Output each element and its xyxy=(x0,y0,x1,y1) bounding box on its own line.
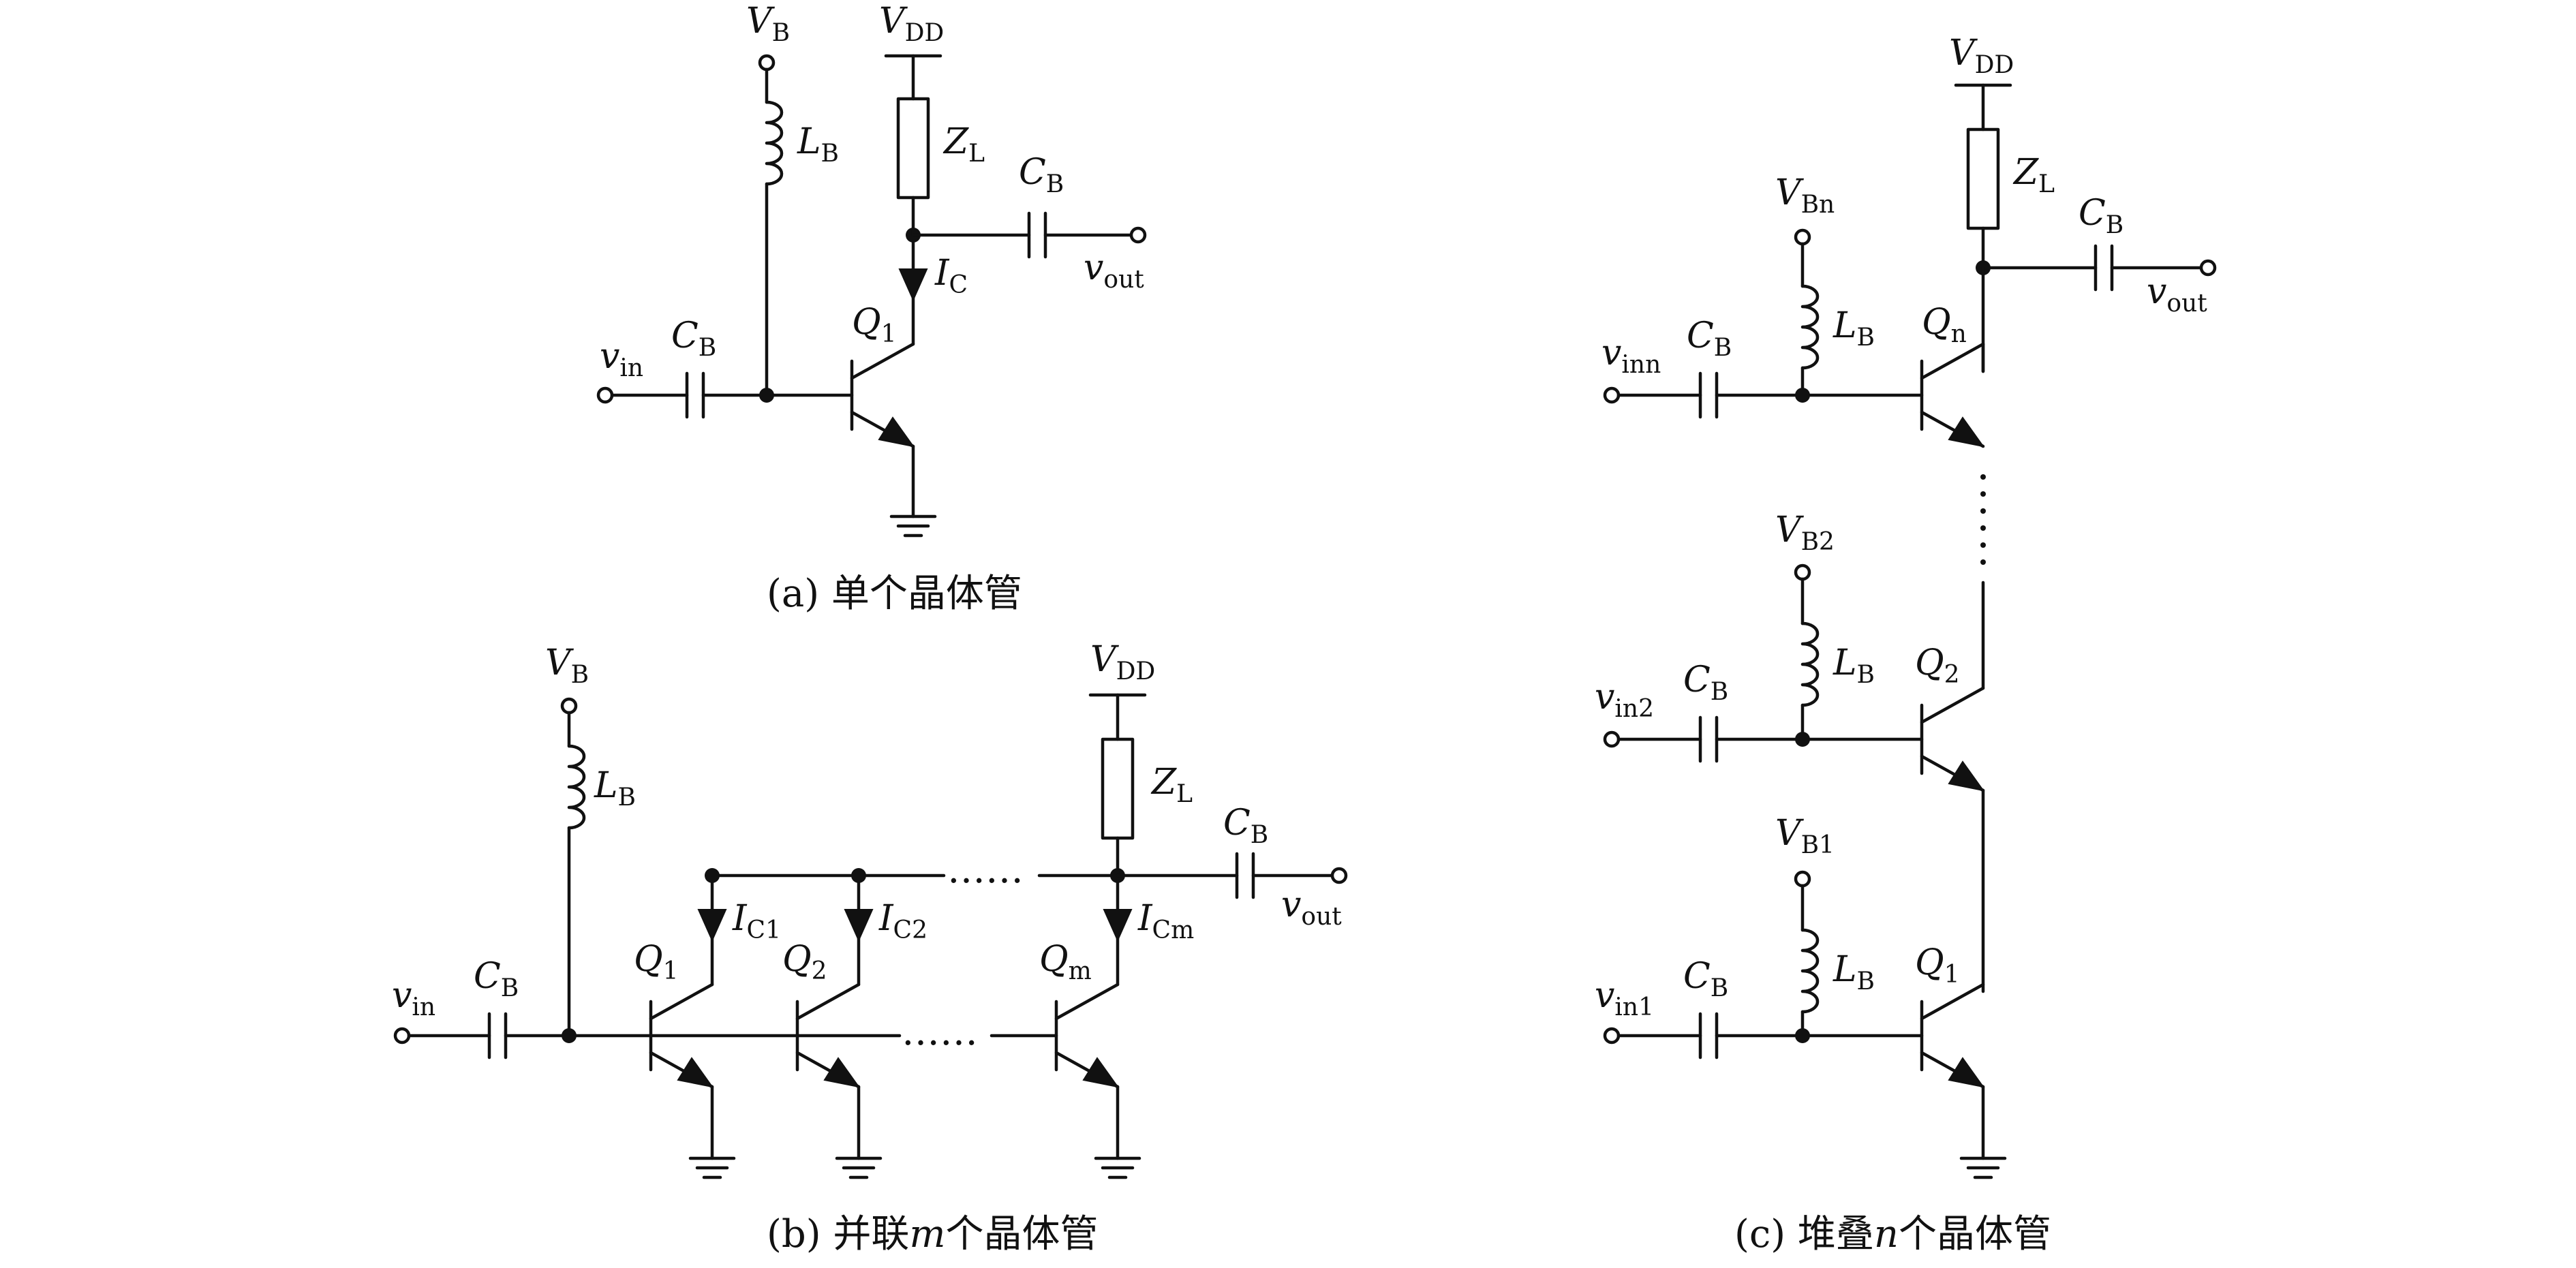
svg-text:vout: vout xyxy=(2147,271,2207,318)
svg-text:……: …… xyxy=(902,1010,978,1054)
transistor-q1-b xyxy=(649,873,736,1179)
svg-text:LB: LB xyxy=(797,121,839,168)
svg-text:VDD: VDD xyxy=(879,1,944,47)
transistor-qm-b xyxy=(1054,873,1141,1179)
current-arrow-ic-a xyxy=(898,268,928,302)
svg-text:IC: IC xyxy=(934,253,968,299)
svg-text:CB: CB xyxy=(1683,660,1728,706)
ground-a xyxy=(889,514,937,538)
svg-text:CB: CB xyxy=(1019,152,1064,198)
stage-1 xyxy=(1603,870,2007,1179)
vertical-ellipsis xyxy=(1980,474,1986,565)
caption-c: (c) 堆叠n个晶体管 xyxy=(1734,1212,2051,1256)
vin-node-a xyxy=(596,386,614,404)
circuit-a: VB LB VDD ZL CB vout IC Q1 vin CB (a) 单个… xyxy=(596,1,1147,616)
svg-text:Qm: Qm xyxy=(1039,939,1092,985)
svg-text:Q2: Q2 xyxy=(1915,643,1960,689)
svg-text:VB2: VB2 xyxy=(1775,510,1835,556)
svg-text:LB: LB xyxy=(594,765,636,811)
svg-text:Q1: Q1 xyxy=(852,302,897,348)
svg-text:ZL: ZL xyxy=(2012,152,2055,198)
svg-text:LB: LB xyxy=(1833,305,1875,352)
svg-text:VB: VB xyxy=(746,1,790,47)
junction-b-base xyxy=(562,1028,577,1043)
resistor-zl-a xyxy=(896,97,930,200)
svg-text:CB: CB xyxy=(474,956,519,1002)
vout-node-b xyxy=(1330,867,1348,884)
svg-text:ICm: ICm xyxy=(1137,898,1194,944)
svg-text:CB: CB xyxy=(1223,803,1268,849)
circuit-b: …… xyxy=(392,639,1348,1256)
svg-text:IC1: IC1 xyxy=(732,898,781,944)
svg-text:vin1: vin1 xyxy=(1595,975,1654,1021)
vb-node-b xyxy=(560,697,578,715)
svg-text:vinn: vinn xyxy=(1601,333,1661,379)
svg-text:Q1: Q1 xyxy=(634,939,679,985)
circuit-c: VDD ZL CB vout VBn LB Qn vinn CB VB2 LB … xyxy=(1595,33,2217,1256)
svg-text:VB1: VB1 xyxy=(1775,813,1835,859)
svg-text:VB: VB xyxy=(545,643,589,689)
junction-a-base xyxy=(759,388,774,403)
inductor-lb-b xyxy=(567,744,586,830)
svg-text:vout: vout xyxy=(1084,247,1144,294)
svg-text:IC2: IC2 xyxy=(878,898,927,944)
vin-node-b xyxy=(393,1027,411,1045)
svg-text:CB: CB xyxy=(2079,193,2123,239)
svg-text:VDD: VDD xyxy=(1949,33,2014,79)
vout-node-c xyxy=(2199,259,2217,277)
svg-text:Qn: Qn xyxy=(1922,302,1967,348)
svg-text:vin2: vin2 xyxy=(1595,677,1654,723)
svg-text:CB: CB xyxy=(1687,315,1732,362)
caption-b: (b) 并联m个晶体管 xyxy=(767,1212,1098,1256)
svg-text:ZL: ZL xyxy=(942,121,985,168)
inductor-lb-a xyxy=(765,100,784,186)
vb-node-a xyxy=(758,54,776,72)
svg-text:LB: LB xyxy=(1833,643,1875,689)
resistor-zl-b xyxy=(1101,737,1135,840)
svg-text:Q2: Q2 xyxy=(782,939,827,985)
svg-text:vout: vout xyxy=(1281,884,1342,931)
transistor-q2-b xyxy=(795,873,883,1179)
svg-text:CB: CB xyxy=(671,315,716,362)
vout-node-a xyxy=(1129,226,1147,244)
svg-text:VDD: VDD xyxy=(1090,639,1155,685)
svg-text:VBn: VBn xyxy=(1775,172,1835,219)
stage-2 xyxy=(1603,563,1985,993)
resistor-zl-c xyxy=(1966,127,2000,230)
svg-text:vin: vin xyxy=(600,336,643,382)
svg-text:CB: CB xyxy=(1683,956,1728,1002)
svg-text:ZL: ZL xyxy=(1150,762,1193,808)
stage-n xyxy=(1603,228,1985,448)
caption-a: (a) 单个晶体管 xyxy=(767,572,1022,616)
svg-text:vin: vin xyxy=(392,975,435,1021)
svg-text:……: …… xyxy=(947,848,1024,892)
svg-text:LB: LB xyxy=(1833,949,1875,995)
svg-text:Q1: Q1 xyxy=(1915,942,1960,989)
